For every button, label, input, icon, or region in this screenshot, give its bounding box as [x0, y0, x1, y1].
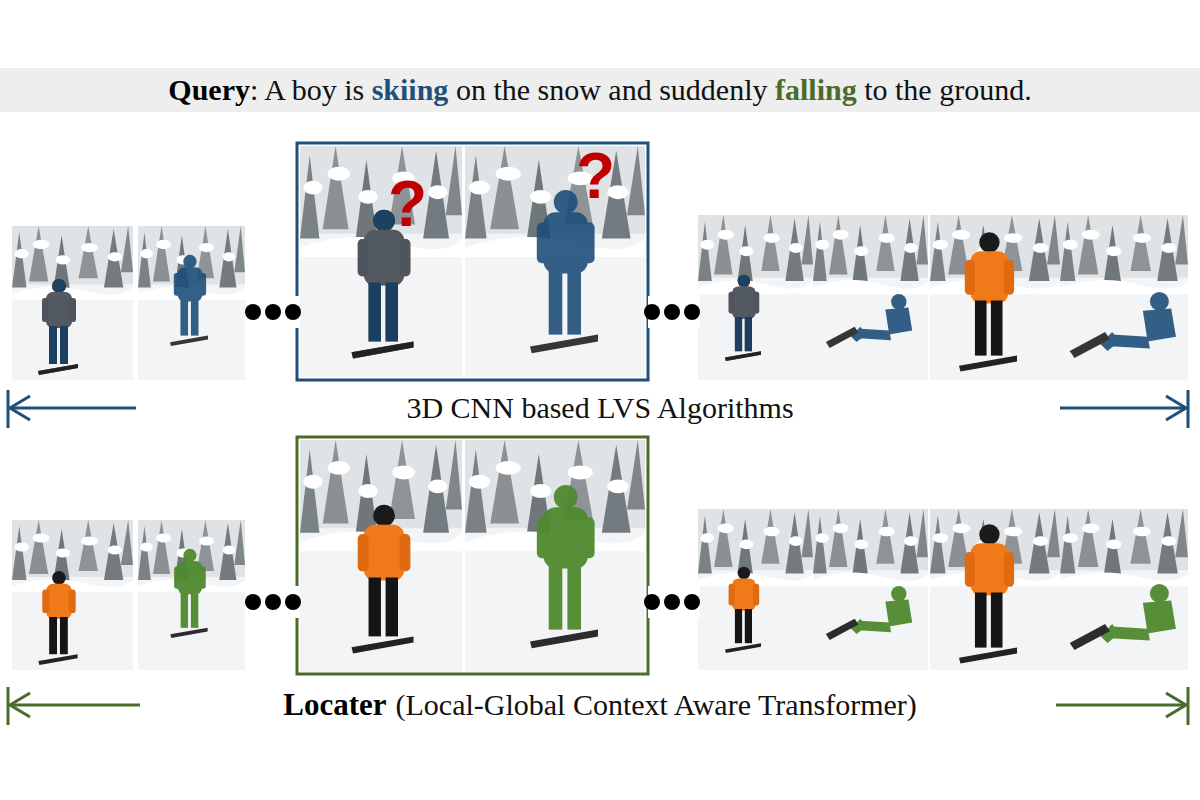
- question-mark: ?: [576, 140, 615, 214]
- ellipsis-dot: [245, 594, 261, 610]
- query-text: to the ground.: [864, 73, 1031, 106]
- mask: [38, 279, 78, 375]
- query-heading: Query: [168, 73, 250, 106]
- ellipsis-dot: [245, 304, 261, 320]
- query-line: Query: A boy isskiingon the snow and sud…: [168, 72, 1031, 108]
- mask: [826, 586, 912, 640]
- timeline-arrow: [8, 687, 1188, 725]
- mask: [170, 549, 207, 638]
- mask: [170, 255, 208, 346]
- ellipsis-dot: [285, 304, 301, 320]
- caption-row: Locater (Local-Global Context Aware Trans…: [150, 687, 1050, 723]
- dots-ground: [245, 586, 300, 618]
- ellipsis-dot: [265, 304, 281, 320]
- person: [352, 505, 414, 654]
- mask: [530, 190, 598, 353]
- ellipsis-dot: [684, 594, 700, 610]
- video-frame: [12, 226, 133, 380]
- ellipsis-dot: [664, 304, 680, 320]
- query-text: on the snow and suddenly: [456, 73, 768, 106]
- person: [38, 571, 77, 665]
- query-text: falling: [775, 73, 857, 106]
- person: [959, 524, 1017, 663]
- video-frame: [465, 440, 645, 672]
- person: [725, 567, 761, 653]
- frames-row-2: [12, 437, 1188, 674]
- video-frame: [138, 520, 245, 670]
- method-label: (Local-Global Context Aware Transformer): [396, 688, 917, 723]
- ellipsis-dot: [644, 594, 660, 610]
- video-frame: [698, 215, 813, 380]
- highlight-frame: [297, 437, 648, 674]
- video-frame: [813, 215, 928, 380]
- mask: [530, 485, 598, 648]
- person: [725, 275, 761, 361]
- video-frame: [300, 440, 462, 672]
- video-frame: [1060, 509, 1188, 670]
- video-frame: [300, 146, 462, 377]
- ellipsis-dot: [664, 594, 680, 610]
- ellipsis-dot: [644, 304, 660, 320]
- video-frame: [813, 509, 928, 670]
- method-name: Locater: [283, 687, 386, 723]
- video-frame: [930, 509, 1060, 670]
- question-mark: ?: [388, 168, 427, 242]
- ellipsis-dot: [684, 304, 700, 320]
- video-frame: [1060, 215, 1188, 380]
- video-frame: [698, 509, 813, 670]
- ellipsis-dot: [285, 594, 301, 610]
- video-frame: [930, 215, 1060, 380]
- query-band: Query: A boy isskiingon the snow and sud…: [0, 68, 1200, 112]
- video-frame: [12, 520, 133, 670]
- person: [38, 279, 78, 375]
- mask: [1070, 292, 1176, 358]
- method-label: 3D CNN based LVS Algorithms: [406, 391, 793, 426]
- query-text: : A boy is: [250, 73, 364, 106]
- mask: [1070, 584, 1176, 650]
- person: [959, 232, 1017, 371]
- video-frame: [465, 146, 645, 377]
- mask: [826, 294, 912, 348]
- dots-ground: [245, 296, 300, 328]
- timeline-arrow: [8, 390, 1188, 428]
- query-text: skiing: [372, 73, 449, 106]
- mask: [725, 275, 761, 361]
- ellipsis-dot: [265, 594, 281, 610]
- video-frame: [138, 226, 245, 380]
- caption-row: 3D CNN based LVS Algorithms: [150, 391, 1050, 426]
